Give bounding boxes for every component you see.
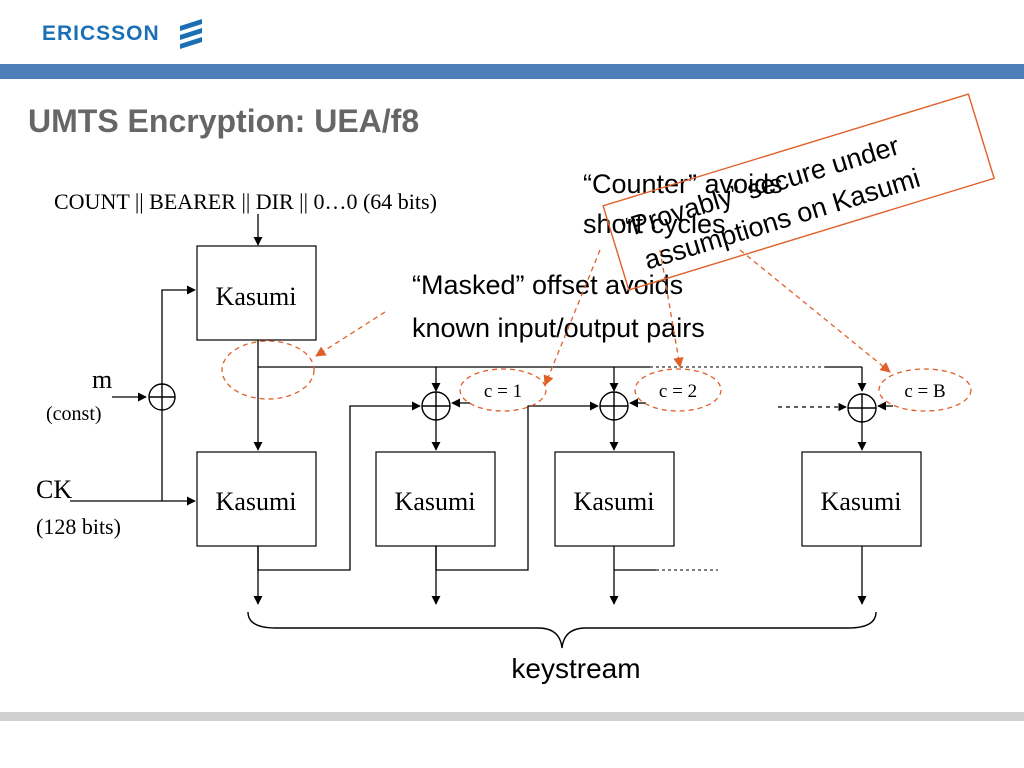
mask-to-top-arrow [161, 285, 196, 384]
keystream-label: keystream [511, 653, 640, 684]
counter-c1-pointer-arrow [543, 249, 601, 386]
kasumi-block-2: Kasumi [375, 451, 496, 547]
kasumi-top-label: Kasumi [216, 282, 297, 311]
iv-label: COUNT || BEARER || DIR || 0…0 (64 bits) [54, 189, 437, 214]
xor-b-icon [847, 393, 877, 423]
ericsson-logo-text: ERICSSON [42, 22, 160, 45]
provable-security-box [602, 93, 996, 291]
masked-note-line1: “Masked” offset avoids [412, 270, 683, 300]
counter-c1: c = 1 [484, 381, 522, 402]
kasumi-2-label: Kasumi [395, 487, 476, 516]
counter-c2-highlight [634, 368, 722, 412]
ck-bits-label: (128 bits) [36, 514, 121, 539]
counter-cb-pointer-arrow [739, 249, 891, 373]
ck-label: CK [36, 475, 72, 504]
counter-c1-highlight [459, 368, 547, 412]
counter-c2-pointer-arrow [659, 249, 684, 369]
kasumi-b-label: Kasumi [821, 487, 902, 516]
counter-note-line1: “Counter” avoids [583, 169, 783, 199]
counter-cb-highlight [878, 368, 972, 412]
ericsson-stripes-icon [180, 19, 202, 49]
kasumi-1-label: Kasumi [216, 487, 297, 516]
counter-note-line2: short cycles [583, 209, 726, 239]
m-const-label: (const) [46, 403, 102, 425]
xor-2-icon [599, 391, 629, 421]
kasumi-block-top: Kasumi [196, 245, 317, 341]
masked-note-line2: known input/output pairs [412, 313, 705, 343]
counter-c2: c = 2 [659, 381, 697, 402]
kasumi-block-3: Kasumi [554, 451, 675, 547]
masked-pointer-arrow [315, 311, 386, 357]
counter-cb: c = B [904, 381, 945, 402]
slide-title: UMTS Encryption: UEA/f8 [28, 103, 420, 139]
m-label: m [92, 365, 112, 394]
xor-1-icon [421, 391, 451, 421]
masked-offset-highlight [221, 340, 315, 400]
header-bar [0, 64, 1024, 79]
kasumi-block-b: Kasumi [801, 451, 922, 547]
xor-mask-icon [148, 383, 176, 411]
keystream-brace [247, 611, 877, 649]
kasumi-3-label: Kasumi [574, 487, 655, 516]
kasumi-block-1: Kasumi [196, 451, 317, 547]
footer-bar [0, 712, 1024, 721]
